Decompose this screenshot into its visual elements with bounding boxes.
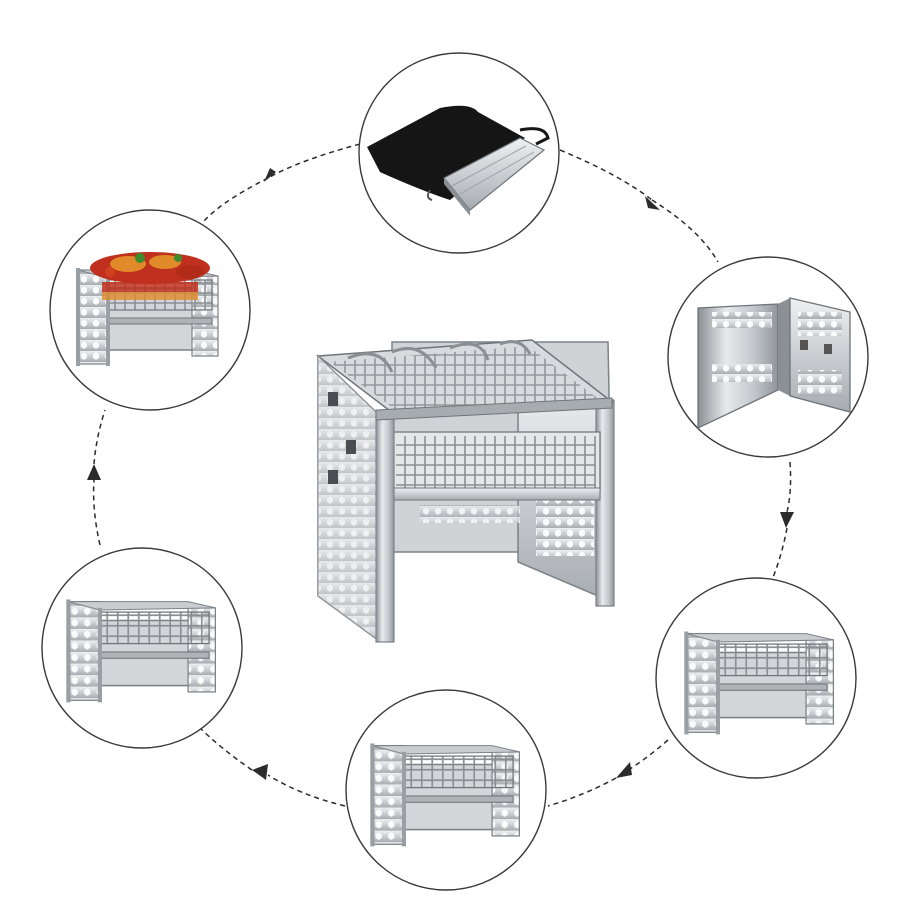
step-assembled-grill <box>345 689 547 891</box>
center-grill <box>315 339 615 643</box>
arrow-up-icon <box>87 464 101 480</box>
step-unfolded-panels <box>667 256 869 458</box>
carry-bag-icon <box>367 105 550 216</box>
unfolded-panels-icon <box>697 297 851 430</box>
arrow-down-left-icon <box>616 762 632 778</box>
step-grill-with-food <box>49 209 251 411</box>
arrow-down-icon <box>780 512 794 528</box>
arrow-down-right-icon <box>645 196 660 210</box>
grill-with-food-icon <box>75 252 219 367</box>
arrow-up-left-icon <box>252 764 268 780</box>
step-carry-bag <box>358 52 560 254</box>
step-grill-with-rack <box>41 547 243 749</box>
step-frame-with-grate <box>655 577 857 779</box>
folding-grill-icon <box>315 339 615 643</box>
cycle-arrows <box>87 143 794 807</box>
